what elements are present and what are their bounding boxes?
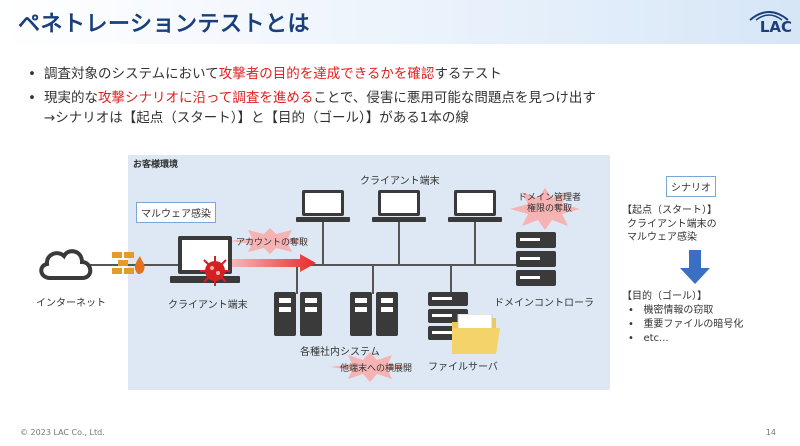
bullet-text-part: 現実的な	[44, 90, 98, 106]
internet-label: インターネット	[36, 298, 106, 309]
folder-icon	[452, 314, 500, 354]
malware-infection-label: マルウェア感染	[136, 202, 216, 223]
arrow-down-icon	[680, 250, 710, 284]
bullet-text-part: 調査対象のシステムにおいて	[44, 66, 219, 82]
burst-icon	[230, 228, 310, 254]
clients-label: クライアント端末	[360, 176, 440, 187]
network-line	[474, 220, 476, 265]
domain-admin-label: ドメイン管理者 権限の奪取	[518, 193, 582, 214]
bullet-text-part: ことで、侵害に悪用可能な問題点を見つけ出す	[313, 90, 596, 106]
server-icon	[274, 292, 322, 336]
network-line	[322, 220, 324, 265]
scenario-title: シナリオ	[666, 176, 716, 197]
environment-label: お客様環境	[133, 160, 179, 170]
slide-title: ペネトレーションテストとは	[18, 12, 311, 37]
internal-systems-label: 各種社内システム	[300, 347, 380, 358]
client-laptop-icon	[296, 190, 350, 222]
bullet-text-part: するテスト	[434, 66, 502, 82]
bullet-item: • 調査対象のシステムにおいて攻撃者の目的を達成できるかを確認するテスト	[28, 64, 596, 84]
cloud-icon	[39, 249, 93, 280]
scenario-start-heading: 【起点（スタート）】	[622, 205, 717, 216]
network-line	[398, 220, 400, 265]
network-backbone	[240, 264, 530, 266]
bullet-highlight: 攻撃シナリオに沿って調査を進める	[98, 90, 314, 106]
network-line	[450, 264, 452, 294]
network-line	[296, 264, 298, 294]
firewall-icon	[112, 252, 145, 274]
bullet-text: 調査対象のシステムにおいて攻撃者の目的を達成できるかを確認するテスト	[44, 64, 502, 84]
bullet-dot: •	[28, 90, 36, 106]
bullet-continuation: →シナリオは【起点（スタート）】と【目的（ゴール）】がある1本の線	[28, 108, 596, 128]
virus-icon	[200, 256, 230, 286]
client-laptop-icon	[372, 190, 426, 222]
scenario-goal-item: • 機密情報の窃取	[628, 305, 714, 316]
lac-logo	[749, 11, 789, 21]
bullet-dot: •	[28, 66, 36, 82]
page-number: 14	[765, 428, 776, 437]
bullet-text: →シナリオは【起点（スタート）】と【目的（ゴール）】がある1本の線	[44, 110, 469, 126]
network-line	[372, 264, 374, 294]
copyright: © 2023 LAC Co., Ltd.	[20, 428, 105, 437]
domain-controller-icon	[516, 232, 556, 286]
account-theft-label: アカウントの奪取	[236, 238, 309, 248]
lateral-movement-label: 他端末への横展開	[340, 364, 413, 374]
scenario-start-line: クライアント端末の	[627, 219, 717, 230]
domain-controller-label: ドメインコントローラ	[494, 298, 594, 309]
server-icon	[350, 292, 398, 336]
scenario-goal-heading: 【目的（ゴール）】	[622, 291, 707, 302]
bullet-highlight: 攻撃者の目的を達成できるかを確認	[218, 66, 435, 82]
scenario-start-line: マルウェア感染	[627, 232, 697, 243]
slide-header: ペネトレーションテストとは LAC	[0, 0, 800, 44]
burst-icon	[330, 352, 410, 382]
attack-arrow-icon	[226, 254, 316, 272]
lac-logo-text: LAC	[759, 18, 792, 36]
client-laptop-icon	[448, 190, 502, 222]
burst-icon	[510, 188, 580, 230]
bullet-list: • 調査対象のシステムにおいて攻撃者の目的を達成できるかを確認するテスト • 現…	[28, 64, 596, 128]
client-pc-label: クライアント端末	[168, 300, 248, 311]
scenario-goal-item: • etc...	[628, 333, 669, 344]
bullet-text: 現実的な攻撃シナリオに沿って調査を進めることで、侵害に悪用可能な問題点を見つけ出…	[44, 88, 596, 108]
scenario-goal-item: • 重要ファイルの暗号化	[628, 319, 744, 330]
internet-line	[90, 264, 180, 266]
file-server-label: ファイルサーバ	[428, 362, 498, 373]
bullet-item: • 現実的な攻撃シナリオに沿って調査を進めることで、侵害に悪用可能な問題点を見つ…	[28, 88, 596, 108]
